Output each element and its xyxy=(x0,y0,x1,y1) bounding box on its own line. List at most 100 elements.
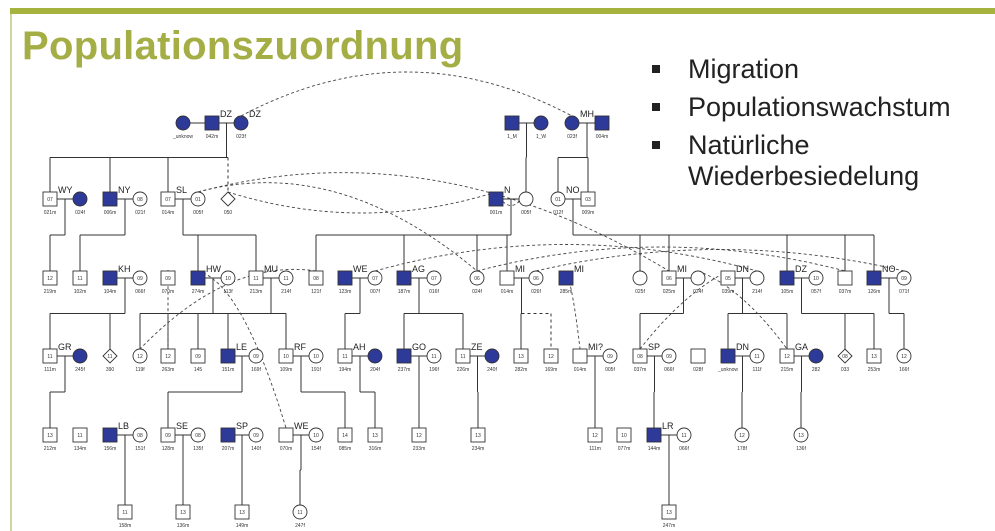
female-circle xyxy=(808,348,824,364)
female-circle xyxy=(528,270,544,286)
node-label: DN xyxy=(736,264,749,274)
female-node: _unknow xyxy=(172,115,193,140)
node-code: 166f xyxy=(899,367,909,373)
male-square xyxy=(661,504,677,520)
node-code: 104m xyxy=(104,289,117,295)
female-circle xyxy=(749,348,765,364)
node-code: 149m xyxy=(236,523,249,529)
node-code: 007f xyxy=(370,289,380,295)
node-number: 07 xyxy=(431,276,437,282)
node-code: 014m xyxy=(162,210,175,216)
node-code: 121f xyxy=(311,289,321,295)
unknown-sex-node: 050 xyxy=(220,191,236,216)
node-code: 390 xyxy=(106,367,115,373)
node-code: 016f xyxy=(429,289,439,295)
female-circle xyxy=(190,427,206,443)
node-code: 023f xyxy=(567,134,577,140)
female-circle xyxy=(132,270,148,286)
unknown-diamond xyxy=(837,348,853,364)
node-number: 09 xyxy=(253,354,259,360)
square-bullet-icon xyxy=(652,103,660,111)
node-code: 247f xyxy=(295,523,305,529)
node-code: 026f xyxy=(531,289,541,295)
node-code: 119f xyxy=(135,367,145,373)
node-code: 014m xyxy=(574,367,587,373)
node-label: MU xyxy=(264,264,278,274)
node-code: 140f xyxy=(251,446,261,452)
node-code: 253m xyxy=(868,367,881,373)
node-label: N xyxy=(504,185,511,195)
female-circle xyxy=(469,270,485,286)
node-code: 012f xyxy=(553,210,563,216)
node-code: 111m xyxy=(589,446,601,452)
node-number: 13 xyxy=(47,433,53,439)
node-number: 11 xyxy=(297,510,302,516)
female-circle xyxy=(292,504,308,520)
node-code: 042m xyxy=(206,134,219,140)
node-label: AH xyxy=(353,342,366,352)
male-square xyxy=(504,115,520,131)
male-node: 1_M xyxy=(504,115,520,140)
female-circle xyxy=(308,427,324,443)
node-number: 08 xyxy=(637,354,643,360)
node-number: 08 xyxy=(137,197,143,203)
bullet-text: Populationswachstum xyxy=(688,92,951,122)
male-square xyxy=(866,270,882,286)
node-number: 13 xyxy=(666,510,672,516)
female-circle xyxy=(896,270,912,286)
node-number: 12 xyxy=(784,354,790,360)
node-code: 169f xyxy=(251,367,261,373)
node-number: 13 xyxy=(871,354,877,360)
male-square xyxy=(190,270,206,286)
male-square xyxy=(587,427,603,443)
male-square xyxy=(455,348,471,364)
female-circle xyxy=(550,191,566,207)
node-code: 169m xyxy=(545,367,558,373)
female-node: 06 026f xyxy=(528,270,544,295)
node-number: 06 xyxy=(533,276,539,282)
female-circle xyxy=(220,270,236,286)
node-label: MI xyxy=(574,264,584,274)
female-circle xyxy=(175,115,191,131)
node-number: 06 xyxy=(666,276,672,282)
male-square xyxy=(470,427,486,443)
square-bullet-icon xyxy=(652,65,660,73)
node-code: 070m xyxy=(280,446,293,452)
female-circle xyxy=(132,191,148,207)
node-code: 037m xyxy=(839,289,852,295)
male-node: 028f xyxy=(690,348,706,373)
node-code: 111m xyxy=(44,367,56,373)
male-node: 13 253m xyxy=(866,348,882,373)
node-number: 09 xyxy=(666,354,672,360)
male-square xyxy=(160,191,176,207)
bullet-item: Natürliche Wiederbesiedelung xyxy=(652,130,992,192)
node-code: 014m xyxy=(501,289,514,295)
node-number: 09 xyxy=(901,276,907,282)
node-code: 158m xyxy=(119,523,132,529)
dashed-relation-line xyxy=(227,191,497,214)
node-label: LE xyxy=(236,342,247,352)
male-node: 037m xyxy=(837,270,853,295)
node-code: 214f xyxy=(281,289,291,295)
node-code: 136m xyxy=(177,523,190,529)
node-number: 09 xyxy=(607,354,613,360)
node-code: 151m xyxy=(222,367,235,373)
